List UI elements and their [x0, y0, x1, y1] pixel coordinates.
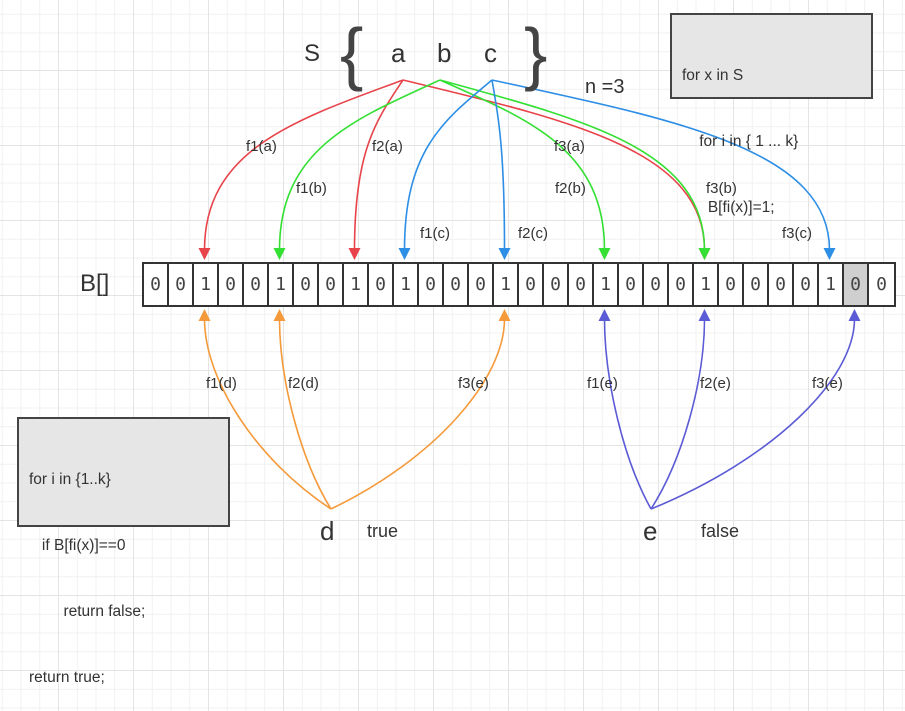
arrowhead-icon [198, 309, 211, 321]
label-f2-e: f2(e) [700, 375, 731, 392]
label-f3-a: f3(a) [554, 138, 585, 155]
label-f1-c: f1(c) [420, 225, 450, 242]
bit-cell: 0 [294, 264, 319, 305]
bit-cell: 0 [319, 264, 344, 305]
insert-code-line: for x in S [682, 67, 744, 84]
query-code-line: return false; [29, 603, 146, 620]
query-code-line: for i in {1..k} [29, 471, 111, 488]
insert-code-line: for i in { 1 ... k} [682, 133, 799, 150]
insert-code-box: for x in S for i in { 1 ... k} B[fi(x)]=… [670, 13, 873, 216]
bit-cell: 0 [619, 264, 644, 305]
hash-arrow-b [278, 79, 441, 251]
query-result-e: false [701, 521, 740, 541]
bit-cell: 0 [444, 264, 469, 305]
query-arrow-e [650, 318, 856, 510]
query-code-line: if B[fi(x)]==0 [29, 537, 126, 554]
bit-cell: 1 [694, 264, 719, 305]
arrowhead-icon [273, 309, 286, 321]
bit-cell: 0 [469, 264, 494, 305]
label-f3-c: f3(c) [782, 225, 812, 242]
hash-arrow-c [491, 79, 506, 251]
bit-cell: 0 [219, 264, 244, 305]
bit-cell: 0 [719, 264, 744, 305]
query-code-box: for i in {1..k} if B[fi(x)]==0 return fa… [17, 417, 230, 686]
bit-cell: 0 [369, 264, 394, 305]
arrowhead-icon [498, 248, 511, 260]
label-f1-b: f1(b) [296, 180, 327, 197]
bit-cell: 0 [744, 264, 769, 305]
arrowhead-icon [698, 309, 711, 321]
query-arrow-e [650, 318, 706, 510]
set-element-c: c [484, 38, 497, 68]
arrowhead-icon [398, 248, 411, 260]
set-name: S [304, 40, 321, 67]
arrowhead-icon [823, 248, 836, 260]
bit-cell: 0 [169, 264, 194, 305]
hash-arrow-a [353, 79, 404, 251]
hash-arrow-a [203, 79, 404, 251]
array-label: B[] [80, 270, 110, 297]
arrowhead-icon [848, 309, 861, 321]
bit-cell: 1 [194, 264, 219, 305]
query-element-e: e [643, 516, 658, 546]
set-element-a: a [391, 38, 406, 68]
label-f1-d: f1(d) [206, 375, 237, 392]
bit-cell: 0 [569, 264, 594, 305]
query-result-d: true [367, 521, 399, 541]
bit-cell: 1 [269, 264, 294, 305]
bit-cell: 0 [844, 264, 869, 305]
bit-cell: 1 [344, 264, 369, 305]
hash-arrow-b [439, 79, 706, 251]
set-open-brace: { [340, 14, 364, 92]
bit-cell: 0 [644, 264, 669, 305]
arrowhead-icon [498, 309, 511, 321]
bit-cell: 0 [519, 264, 544, 305]
bit-cell: 0 [669, 264, 694, 305]
query-arrow-d [278, 318, 332, 510]
set-element-b: b [437, 38, 452, 68]
label-f1-e: f1(e) [587, 375, 618, 392]
bit-cell: 1 [594, 264, 619, 305]
bit-cell: 0 [769, 264, 794, 305]
arrowhead-icon [273, 248, 286, 260]
arrowhead-icon [698, 248, 711, 260]
bit-cell: 1 [819, 264, 844, 305]
label-f3-d: f3(e) [458, 375, 489, 392]
query-element-d: d [320, 516, 335, 546]
bit-cell: 0 [794, 264, 819, 305]
bit-cell: 0 [876, 274, 887, 295]
bit-cell: 0 [419, 264, 444, 305]
label-f3-e: f3(e) [812, 375, 843, 392]
label-f2-b: f2(b) [555, 180, 586, 197]
label-f2-c: f2(c) [518, 225, 548, 242]
bit-cell: 0 [244, 264, 269, 305]
label-f1-a: f1(a) [246, 138, 277, 155]
set-close-brace: } [524, 14, 548, 92]
bit-cell: 0 [144, 264, 169, 305]
bit-cell: 0 [544, 264, 569, 305]
query-arrow-d [330, 318, 506, 510]
arrowhead-icon [198, 248, 211, 260]
arrowhead-icon [698, 248, 711, 260]
arrowhead-icon [598, 248, 611, 260]
bit-cell: 1 [394, 264, 419, 305]
bit-cell: 1 [494, 264, 519, 305]
arrowhead-icon [348, 248, 361, 260]
label-f3-b: f3(b) [706, 180, 737, 197]
label-f2-d: f2(d) [288, 375, 319, 392]
label-f2-a: f2(a) [372, 138, 403, 155]
set-size-label: n =3 [585, 76, 625, 98]
insert-code-line: B[fi(x)]=1; [682, 199, 775, 216]
query-code-line: return true; [29, 669, 105, 686]
arrowhead-icon [598, 309, 611, 321]
query-arrow-e [603, 318, 652, 510]
